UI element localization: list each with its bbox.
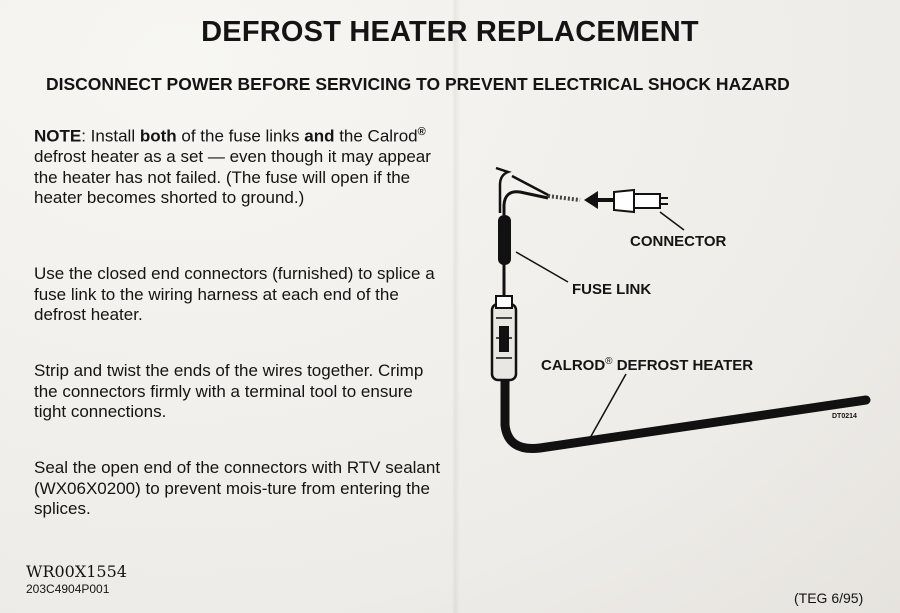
heater-label-calrod: CALROD — [541, 357, 605, 374]
document-number: 203C4904P001 — [26, 582, 110, 596]
heater-leader — [589, 373, 627, 439]
note-emphasis-and: and — [304, 126, 335, 146]
heater-label: CALROD® DEFROST HEATER — [541, 356, 753, 374]
figure-code: DT0214 — [832, 413, 857, 420]
note-label: NOTE — [34, 126, 82, 146]
closed-end-connector — [613, 188, 668, 214]
note-emphasis-both: both — [139, 126, 177, 146]
page-title: DEFROST HEATER REPLACEMENT — [201, 16, 699, 48]
note-text-2: of the fuse links — [176, 126, 305, 146]
shock-warning: DISCONNECT POWER BEFORE SERVICING TO PRE… — [46, 74, 790, 94]
fuse-link-label: FUSE LINK — [572, 281, 651, 298]
connector-label: CONNECTOR — [630, 233, 727, 250]
heater-terminal — [490, 295, 518, 382]
stripped-wire-end — [547, 194, 581, 202]
heater-tube — [500, 373, 871, 454]
note-paragraph: NOTE: Install both of the fuse links and… — [34, 122, 444, 209]
connector-leader — [659, 211, 685, 231]
instruction-crimp: Strip and twist the ends of the wires to… — [34, 361, 424, 421]
revision-code: (TEG 6/95) — [794, 590, 864, 606]
instruction-seal: Seal the open end of the connectors with… — [34, 458, 441, 518]
part-number: WR00X1554 — [26, 562, 127, 581]
note-text-1: : Install — [81, 126, 140, 146]
fuse-link — [498, 215, 511, 265]
instruction-splice: Use the closed end connectors (furnished… — [34, 264, 435, 324]
registered-mark: ® — [417, 126, 426, 138]
heater-label-rest: DEFROST HEATER — [613, 357, 754, 374]
heater-registered-mark: ® — [605, 356, 613, 367]
note-text-3: the Calrod — [334, 126, 418, 146]
note-text-4: defrost heater as a set — even though it… — [34, 147, 431, 208]
fuse-leader — [515, 251, 569, 283]
